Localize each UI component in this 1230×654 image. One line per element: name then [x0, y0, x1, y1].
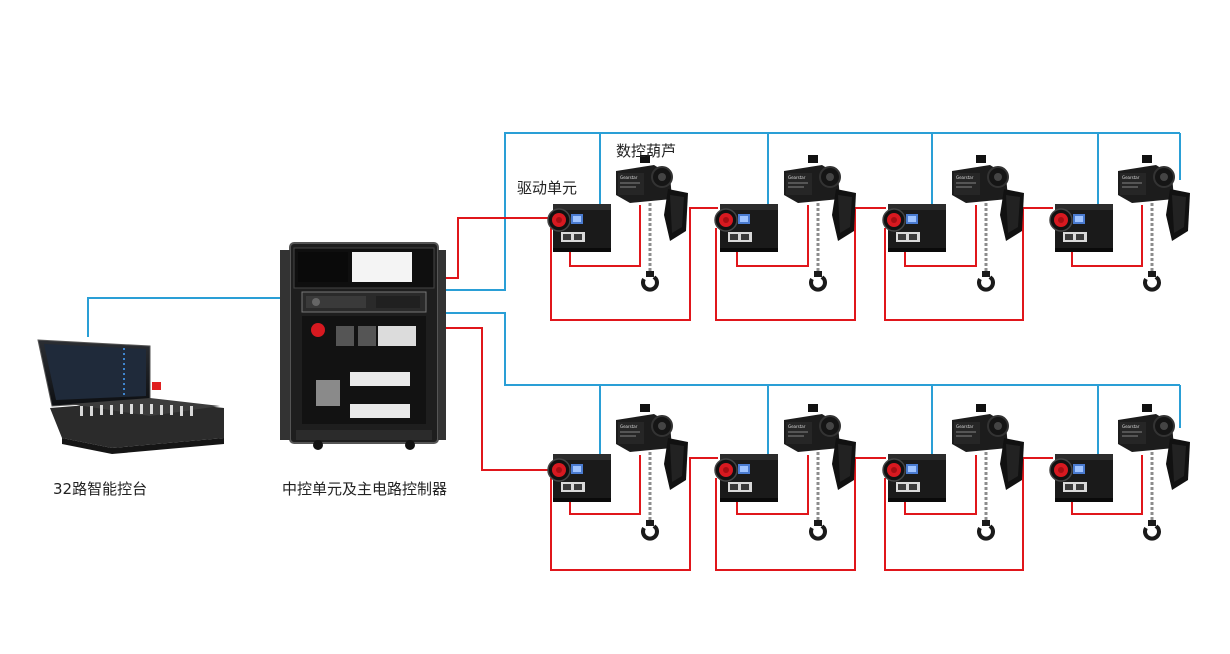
driver-unit	[882, 203, 947, 253]
hoist	[950, 155, 1026, 292]
hoist-label: 数控葫芦	[616, 142, 677, 160]
bottom-signal-bus	[438, 312, 1180, 386]
bottom-chain-1	[550, 457, 718, 571]
bottom-chain-2	[715, 457, 886, 571]
bottom-loop-1	[569, 455, 641, 515]
signal-lines	[87, 132, 1181, 458]
bottom-row-units	[547, 404, 1192, 541]
wiring	[87, 132, 1181, 571]
top-loop-2	[736, 205, 809, 267]
hoist	[782, 155, 858, 292]
driver-unit	[547, 453, 612, 503]
bottom-power-feed	[438, 327, 555, 471]
bottom-loop-3	[904, 455, 977, 515]
hoist	[614, 404, 690, 541]
top-signal-bus	[438, 132, 1180, 291]
top-loop-4	[1071, 205, 1143, 267]
top-row-units	[547, 155, 1192, 292]
bottom-loop-2	[736, 455, 809, 515]
console-signal-line	[87, 297, 322, 337]
hoist	[614, 155, 690, 292]
bottom-loop-4	[1071, 455, 1143, 515]
lighting-console	[37, 339, 224, 454]
driver-unit	[882, 453, 947, 503]
driver-unit	[1049, 453, 1114, 503]
power-lines	[438, 205, 1143, 571]
bottom-chain-3	[884, 457, 1053, 571]
driver-unit-label: 驱动单元	[517, 179, 578, 197]
top-chain-3	[884, 207, 1053, 321]
top-loop-1	[569, 205, 641, 267]
top-chain-2	[715, 207, 886, 321]
top-loop-3	[904, 205, 977, 267]
driver-unit	[714, 453, 779, 503]
top-chain-1	[550, 207, 718, 321]
hoist	[950, 404, 1026, 541]
driver-unit	[1049, 203, 1114, 253]
hoist	[782, 404, 858, 541]
control-cabinet	[280, 242, 446, 450]
top-power-feed	[438, 217, 555, 279]
driver-unit	[547, 203, 612, 253]
cabinet-label: 中控单元及主电路控制器	[282, 480, 448, 498]
driver-unit	[714, 203, 779, 253]
console-estop	[152, 382, 161, 390]
console-label: 32路智能控台	[53, 480, 148, 498]
